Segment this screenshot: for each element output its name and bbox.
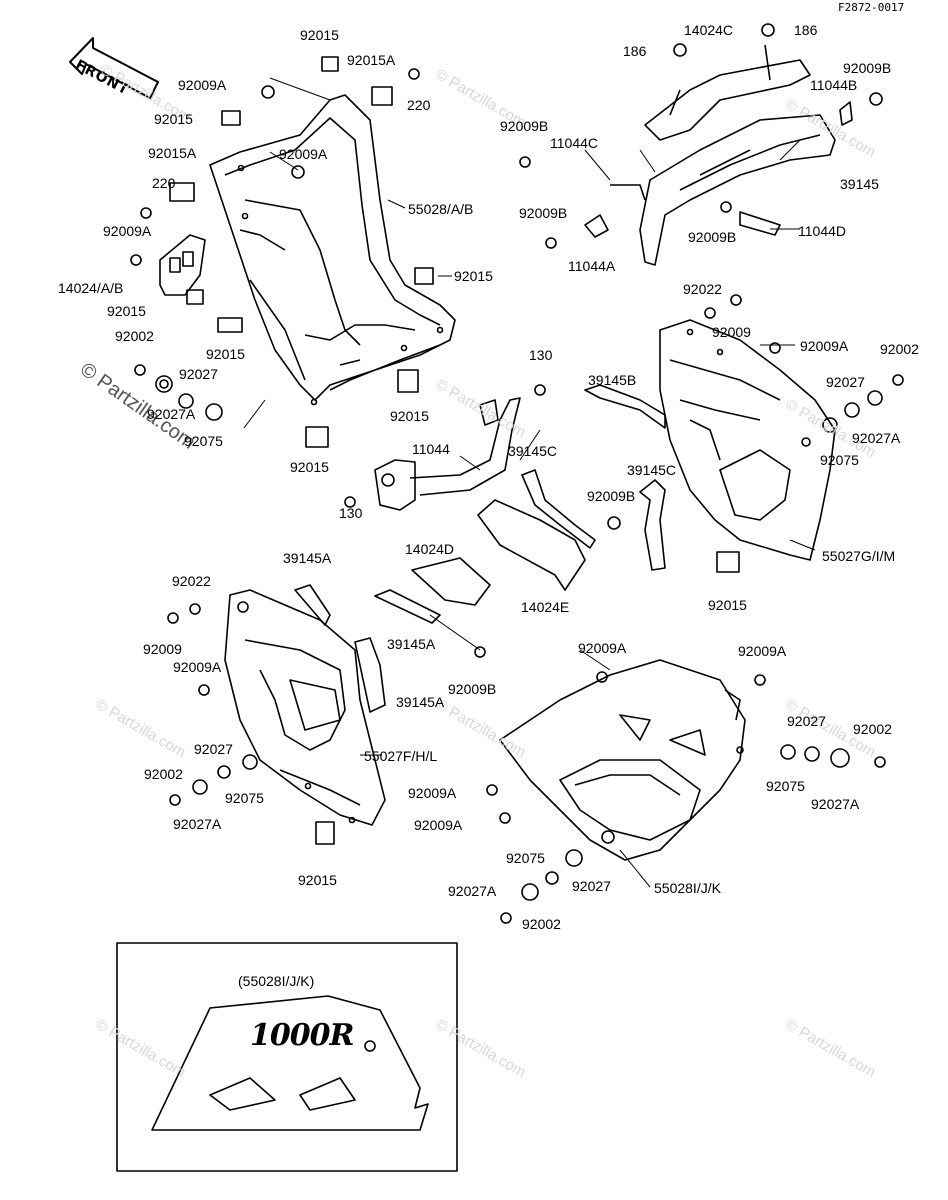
callout-label: 130 <box>529 347 553 363</box>
callout-label: 92027 <box>826 374 865 390</box>
callout-label: 92015 <box>454 268 493 284</box>
callout-label: 14024D <box>405 541 455 557</box>
callout-label: 11044B <box>810 77 858 93</box>
callout-label: 92009A <box>408 785 457 801</box>
front-arrow <box>69 37 159 99</box>
callout-label: 130 <box>339 505 363 521</box>
callout-label: 11044A <box>568 258 616 274</box>
callout-label: 92015 <box>154 111 193 127</box>
callout-label: 92075 <box>506 850 545 866</box>
callout-label: 92009B <box>587 488 636 504</box>
plate-14024e <box>477 499 586 591</box>
figure-code: F2872-0017 <box>838 1 905 14</box>
callout-label: 92009B <box>843 60 892 76</box>
callout-label: 92027 <box>572 878 611 894</box>
callout-label: 55028I/J/K <box>654 880 721 896</box>
callout-label: 92027 <box>787 713 826 729</box>
callout-label: 39145A <box>283 550 332 566</box>
callout-label: 92022 <box>683 281 722 297</box>
callout-label: 92009B <box>688 229 737 245</box>
callout-label: 92002 <box>880 341 919 357</box>
inset-cowl-outline <box>151 995 429 1131</box>
callout-label: 92027A <box>811 796 860 812</box>
callout-label: 92009A <box>738 643 787 659</box>
callout-label: 14024E <box>521 599 570 615</box>
callout-label: 92027A <box>852 430 901 446</box>
under-cowl <box>486 659 886 924</box>
callout-label: 55028/A/B <box>408 201 474 217</box>
strip-39145c-1 <box>521 469 596 549</box>
front-stay <box>344 384 546 511</box>
callout-label: 92009B <box>500 118 549 134</box>
callout-label: 14024/A/B <box>58 280 124 296</box>
callout-label: 92075 <box>766 778 805 794</box>
callout-label: 39145A <box>396 694 445 710</box>
callout-label: 92002 <box>115 328 154 344</box>
callout-label: 92002 <box>144 766 183 782</box>
callout-label: 39145C <box>508 443 558 459</box>
callout-label: 92009A <box>103 223 152 239</box>
callout-label: 92002 <box>522 916 561 932</box>
callout-label: 92027 <box>194 741 233 757</box>
callout-label: 92027A <box>173 816 222 832</box>
callout-label: 92009B <box>448 681 497 697</box>
inset-title: (55028I/J/K) <box>238 973 315 989</box>
strip-39145b <box>584 384 666 429</box>
callout-label: 92015 <box>290 459 329 475</box>
upper-stay <box>519 23 883 266</box>
callout-label: 186 <box>623 43 647 59</box>
callout-label: 92027A <box>147 406 196 422</box>
callout-label: 11044C <box>550 135 599 151</box>
callout-label: 92009A <box>173 659 222 675</box>
callout-label: 92009 <box>712 324 751 340</box>
callout-label: 92075 <box>184 433 223 449</box>
callout-label: 92015 <box>298 872 337 888</box>
inset-logo: 1000R <box>250 1018 354 1053</box>
callout-label: 220 <box>407 97 431 113</box>
callout-label: 14024C <box>684 22 734 38</box>
callout-label: 92015 <box>390 408 429 424</box>
callout-label: 92009A <box>414 817 463 833</box>
callout-label: 92015A <box>148 145 197 161</box>
left-side-cowl <box>167 584 386 845</box>
callout-label: 92022 <box>172 573 211 589</box>
callout-label: 92027 <box>179 366 218 382</box>
callout-label: 92009A <box>279 146 328 162</box>
callout-label: 92015A <box>347 52 396 68</box>
callout-label: 92015 <box>107 303 146 319</box>
callout-label: 186 <box>794 22 818 38</box>
callout-label: 55027F/H/L <box>364 748 438 764</box>
plate-14024d <box>411 557 491 606</box>
callout-label: 92075 <box>225 790 264 806</box>
callout-label: 55027G/I/M <box>822 548 896 564</box>
callout-label: 92015 <box>708 597 747 613</box>
callout-label: 92015 <box>300 27 339 43</box>
callout-label: 92009B <box>519 205 568 221</box>
bracket-14024 <box>159 234 206 296</box>
strip-39145c-2 <box>639 479 666 571</box>
callout-label: 39145A <box>387 636 436 652</box>
callout-label: 11044D <box>798 223 847 239</box>
callout-label: 39145B <box>588 372 637 388</box>
callout-label: 92075 <box>820 452 859 468</box>
callout-label: 39145C <box>627 462 677 478</box>
callout-label: 92009A <box>578 640 627 656</box>
callout-label: 92015 <box>206 346 245 362</box>
inset-frame <box>116 942 458 1172</box>
callout-label: 92027A <box>448 883 497 899</box>
callout-label: 220 <box>152 175 176 191</box>
leader-lines <box>243 77 816 888</box>
upper-inner-cowl <box>209 94 456 406</box>
callout-label: 92009A <box>800 338 849 354</box>
strip-39145a-mid <box>374 589 441 624</box>
callout-label: 92002 <box>853 721 892 737</box>
callout-label: 11044 <box>412 441 450 457</box>
callout-label: 39145 <box>840 176 879 192</box>
callout-label: 92009A <box>178 77 227 93</box>
right-side-cowl <box>659 294 904 573</box>
callout-label: 92009 <box>143 641 182 657</box>
